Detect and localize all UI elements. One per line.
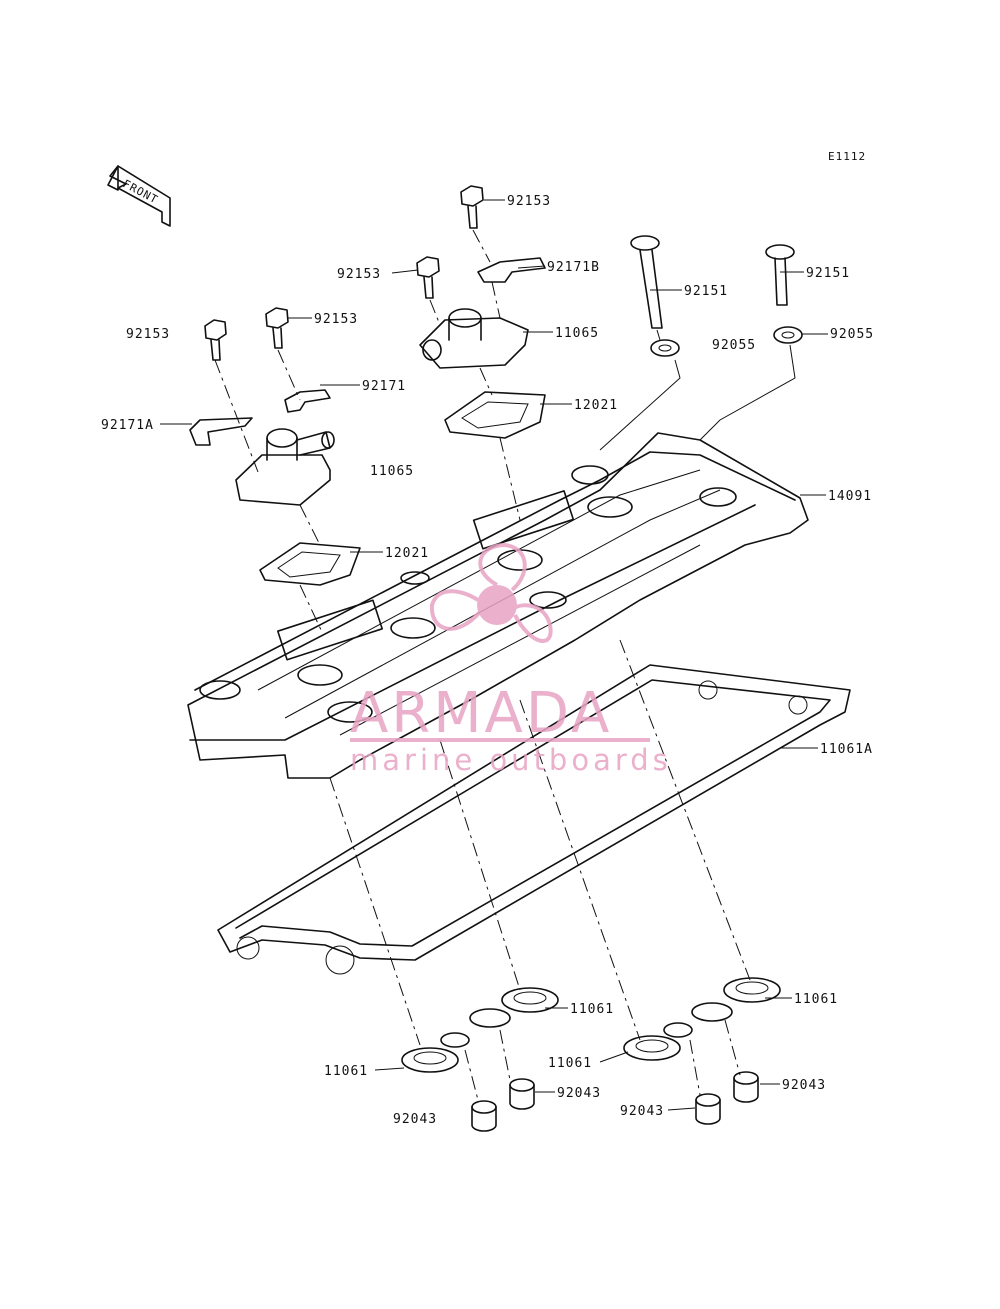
part-label: 11061 (324, 1064, 368, 1079)
part-label: 11065 (555, 326, 599, 341)
cylinder-head-cover (187, 432, 809, 779)
bolt-92153-d (460, 185, 484, 229)
left-cover-gasket (259, 542, 361, 586)
watermark-brand: ARMADA (350, 681, 612, 746)
part-label: 12021 (385, 546, 429, 561)
part-label: 92151 (806, 266, 850, 281)
left-clamp-92171 (284, 389, 331, 413)
dowel-pins-92043 (471, 1071, 759, 1132)
part-label: 11061A (820, 742, 873, 757)
head-cover-gasket (217, 664, 851, 975)
bolt-92153-b (265, 307, 289, 349)
part-label: 92153 (507, 194, 551, 209)
part-label: 92153 (337, 267, 381, 282)
gasket-11061-right (623, 977, 781, 1061)
part-label: 12021 (574, 398, 618, 413)
part-labels: 92153 92171B 92151 92151 92153 92055 920… (101, 194, 874, 1127)
washer-92055-b (773, 326, 803, 344)
part-label: 92043 (557, 1086, 601, 1101)
bolt-92151-a (630, 235, 663, 329)
part-label: 11065 (370, 464, 414, 479)
bolt-92153-a (204, 319, 227, 361)
left-clamp-92171A (189, 417, 253, 446)
part-label: 92153 (126, 327, 170, 342)
part-label: 11061 (794, 992, 838, 1007)
part-label: 92153 (314, 312, 358, 327)
part-label: 92043 (782, 1078, 826, 1093)
right-coil-cover (419, 308, 529, 369)
watermark-tagline: marine outboards (350, 743, 672, 777)
leader-lines (160, 199, 828, 1111)
gasket-11061-left (401, 987, 559, 1073)
part-label: 92043 (620, 1104, 664, 1119)
bolt-92153-c (416, 256, 440, 299)
part-label: 92055 (712, 338, 756, 353)
watermark: ARMADA marine outboards (350, 542, 672, 777)
part-label: 92151 (684, 284, 728, 299)
part-label: 92171 (362, 379, 406, 394)
front-direction-arrow-icon: FRONT (107, 165, 171, 227)
left-coil-cover (235, 428, 335, 506)
part-label: 92055 (830, 327, 874, 342)
part-label: 14091 (828, 489, 872, 504)
part-label: 11061 (548, 1056, 592, 1071)
right-cover-gasket (444, 391, 546, 439)
part-label: 92171A (101, 418, 154, 433)
right-clamp-92171B (477, 257, 546, 283)
assembly-lines (214, 229, 751, 1101)
part-label: 92171B (547, 260, 600, 275)
diagram-code: E1112 (828, 150, 866, 163)
washer-92055-a (650, 339, 680, 357)
part-label: 92043 (393, 1112, 437, 1127)
bolt-92151-b (765, 244, 795, 306)
propeller-logo-icon (429, 542, 553, 643)
part-label: 11061 (570, 1002, 614, 1017)
